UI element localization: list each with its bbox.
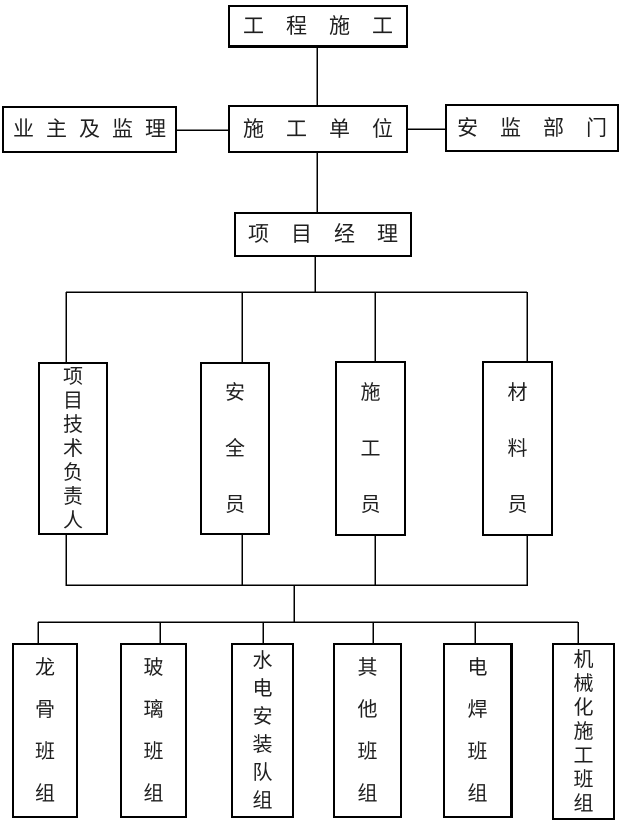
node-label: 玻璃班组 [143, 656, 164, 805]
node-label: 材料员 [507, 381, 528, 516]
node-construction-officer: 施工员 [335, 361, 406, 536]
node-owner-and-supervision: 业主及监理 [2, 106, 177, 153]
node-label: 电焊班组 [467, 656, 488, 805]
node-label: 项目技术负责人 [63, 365, 83, 532]
node-engineering-construction: 工程施工 [228, 5, 408, 48]
node-plumbing-electric-install-crew: 水电安装队组 [231, 643, 294, 818]
node-mechanized-construction-crew: 机械化施工班组 [552, 643, 615, 820]
node-safety-officer: 安全员 [200, 362, 270, 535]
node-label: 龙骨班组 [35, 656, 55, 805]
node-label: 水电安装队组 [252, 649, 273, 812]
node-other-crew: 其他班组 [333, 643, 402, 818]
node-label: 施工单位 [243, 116, 415, 141]
node-label: 其他班组 [357, 656, 378, 805]
node-label: 安监部门 [457, 115, 624, 140]
node-electric-welding-crew: 电焊班组 [443, 643, 513, 818]
node-label: 工程施工 [243, 13, 415, 38]
node-label: 机械化施工班组 [573, 648, 594, 815]
node-glass-crew: 玻璃班组 [120, 643, 187, 818]
node-project-manager: 项目经理 [234, 212, 412, 257]
node-label: 安全员 [225, 381, 245, 516]
node-keel-crew: 龙骨班组 [12, 643, 78, 818]
node-construction-unit: 施工单位 [228, 105, 408, 153]
node-label: 业主及监理 [13, 117, 178, 141]
node-label: 施工员 [360, 381, 381, 516]
node-safety-supervision-department: 安监部门 [445, 104, 619, 152]
node-label: 项目经理 [248, 222, 420, 246]
node-project-technical-director: 项目技术负责人 [38, 362, 108, 535]
node-material-officer: 材料员 [482, 361, 553, 536]
